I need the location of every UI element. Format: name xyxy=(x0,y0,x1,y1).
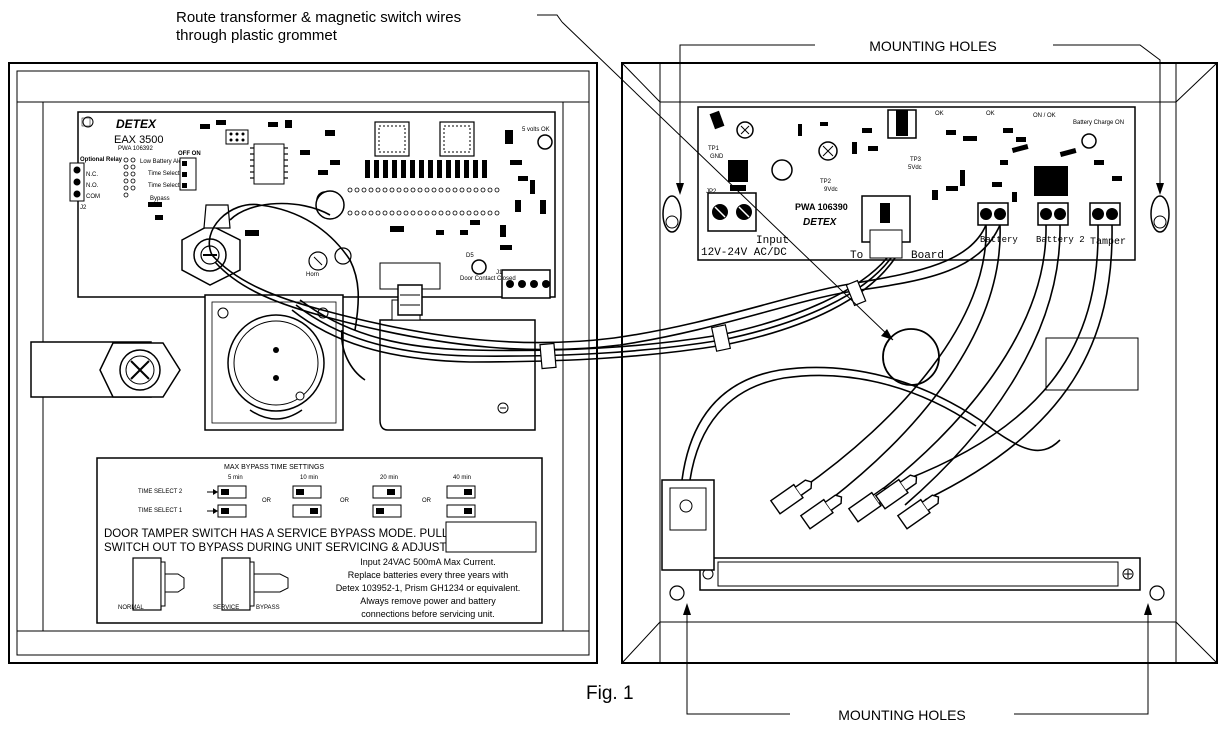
normal-label: NORMAL xyxy=(118,605,144,611)
mounting-hole-top-right xyxy=(1150,195,1170,233)
tp3-voltage: 5Vdc xyxy=(908,165,922,171)
time-select-1-label: Time Select 1 xyxy=(148,183,185,189)
cable-ties xyxy=(539,279,867,370)
normal-switch-drawing: NORMAL xyxy=(118,557,185,611)
nc-label: N.C. xyxy=(86,172,98,178)
j2-label: J2 xyxy=(80,205,87,211)
bypass-mode-label: BYPASS xyxy=(256,605,280,611)
on-ok-label: ON / OK xyxy=(1033,113,1056,119)
time-5min: 5 min xyxy=(228,475,243,481)
service-label: SERVICE xyxy=(213,605,239,611)
figure-caption: Fig. 1 xyxy=(586,683,634,704)
route-wires-line2: through plastic grommet xyxy=(176,27,338,44)
horn-label: Horn xyxy=(306,272,319,278)
input-label: Input xyxy=(756,235,789,247)
left-model: EAX 3500 xyxy=(114,134,164,146)
d5-label: D5 xyxy=(466,253,474,259)
tp2-label: TP2 xyxy=(820,179,832,185)
note-line-4: Always remove power and battery xyxy=(360,596,496,606)
right-enclosure-box xyxy=(621,62,1218,664)
optional-relay-label: Optional Relay xyxy=(80,157,123,163)
mounting-holes-top-label: MOUNTING HOLES xyxy=(869,38,997,54)
left-brand: DETEX xyxy=(116,117,157,131)
to-board-label-board: Board xyxy=(911,250,944,262)
ok-label-1: OK xyxy=(935,111,944,117)
gnd-label: GND xyxy=(710,154,724,160)
max-bypass-title: MAX BYPASS TIME SETTINGS xyxy=(224,464,324,471)
tamper-switch-assembly xyxy=(181,204,344,431)
door-latch xyxy=(30,341,181,398)
door-contact-label: Door Contact Closed xyxy=(460,276,516,282)
spade-terminals xyxy=(769,474,940,530)
five-volts-ok: 5 volts OK xyxy=(522,127,550,133)
right-brand: DETEX xyxy=(803,217,838,228)
dip-switch-diagrams xyxy=(207,485,476,518)
input-range-label: 12V-24V AC/DC xyxy=(701,247,787,259)
note-line-1: Input 24VAC 500mA Max Current. xyxy=(360,557,495,567)
tp2-voltage: 9Vdc xyxy=(824,187,838,193)
time-select-2-label: Time Select 2 xyxy=(148,171,185,177)
to-board-label-to: To xyxy=(850,250,863,262)
ts2-label: TIME SELECT 2 xyxy=(138,489,183,495)
note-line-2: Replace batteries every three years with xyxy=(348,570,509,580)
j1-label: J1 xyxy=(496,270,503,276)
callout-route-wires: Route transformer & magnetic switch wire… xyxy=(176,9,894,341)
time-40min: 40 min xyxy=(453,475,471,481)
note-line-3: Detex 103952-1, Prism GH1234 or equivale… xyxy=(336,583,521,593)
route-wires-line1: Route transformer & magnetic switch wire… xyxy=(176,9,461,26)
off-on-label: OFF ON xyxy=(178,151,201,157)
mounting-holes-bottom-label: MOUNTING HOLES xyxy=(838,707,966,723)
tp3-label: TP3 xyxy=(910,157,922,163)
low-battery-label: Low Battery Alert xyxy=(140,159,186,165)
instruction-label-plate: MAX BYPASS TIME SETTINGS TIME SELECT 2 T… xyxy=(96,457,543,624)
callout-mounting-holes-top: MOUNTING HOLES xyxy=(676,38,1164,195)
mounting-hole-top-left xyxy=(662,195,682,233)
ts1-label: TIME SELECT 1 xyxy=(138,508,183,514)
tamper-label: Tamper xyxy=(1090,237,1126,248)
right-pcb: TP1 GND TP2 9Vdc TP3 5Vdc JP2 Battery Ch… xyxy=(697,106,1136,262)
tamper-warning-line1: DOOR TAMPER SWITCH HAS A SERVICE BYPASS … xyxy=(104,528,449,540)
tamper-warning-line2: SWITCH OUT TO BYPASS DURING UNIT SERVICI… xyxy=(104,542,479,554)
ok-label-2: OK xyxy=(986,111,995,117)
battery-charge-label: Battery Charge ON xyxy=(1073,120,1124,126)
horn-housing xyxy=(379,284,536,431)
left-pcb: DETEX EAX 3500 PWA 106392 5 volts OK Opt… xyxy=(69,111,556,299)
callout-mounting-holes-bottom: MOUNTING HOLES xyxy=(683,603,1152,723)
service-switch-drawing: SERVICE BYPASS xyxy=(213,557,289,611)
wire-harness xyxy=(208,202,1113,506)
bypass-label: Bypass xyxy=(150,196,170,202)
jp2-label: JP2 xyxy=(706,189,717,195)
time-10min: 10 min xyxy=(300,475,318,481)
or-2: OR xyxy=(340,498,350,504)
time-20min: 20 min xyxy=(380,475,398,481)
left-pwa: PWA 106392 xyxy=(118,146,153,152)
tp1-label: TP1 xyxy=(708,146,720,152)
com-label: COM xyxy=(86,194,100,200)
note-line-5: connections before servicing unit. xyxy=(361,609,495,619)
mounting-hole-bottom-right xyxy=(1149,585,1165,601)
right-pwa: PWA 106390 xyxy=(795,202,848,212)
no-label: N.O. xyxy=(86,183,99,189)
or-3: OR xyxy=(422,498,432,504)
mounting-hole-bottom-left xyxy=(669,585,685,601)
or-1: OR xyxy=(262,498,272,504)
